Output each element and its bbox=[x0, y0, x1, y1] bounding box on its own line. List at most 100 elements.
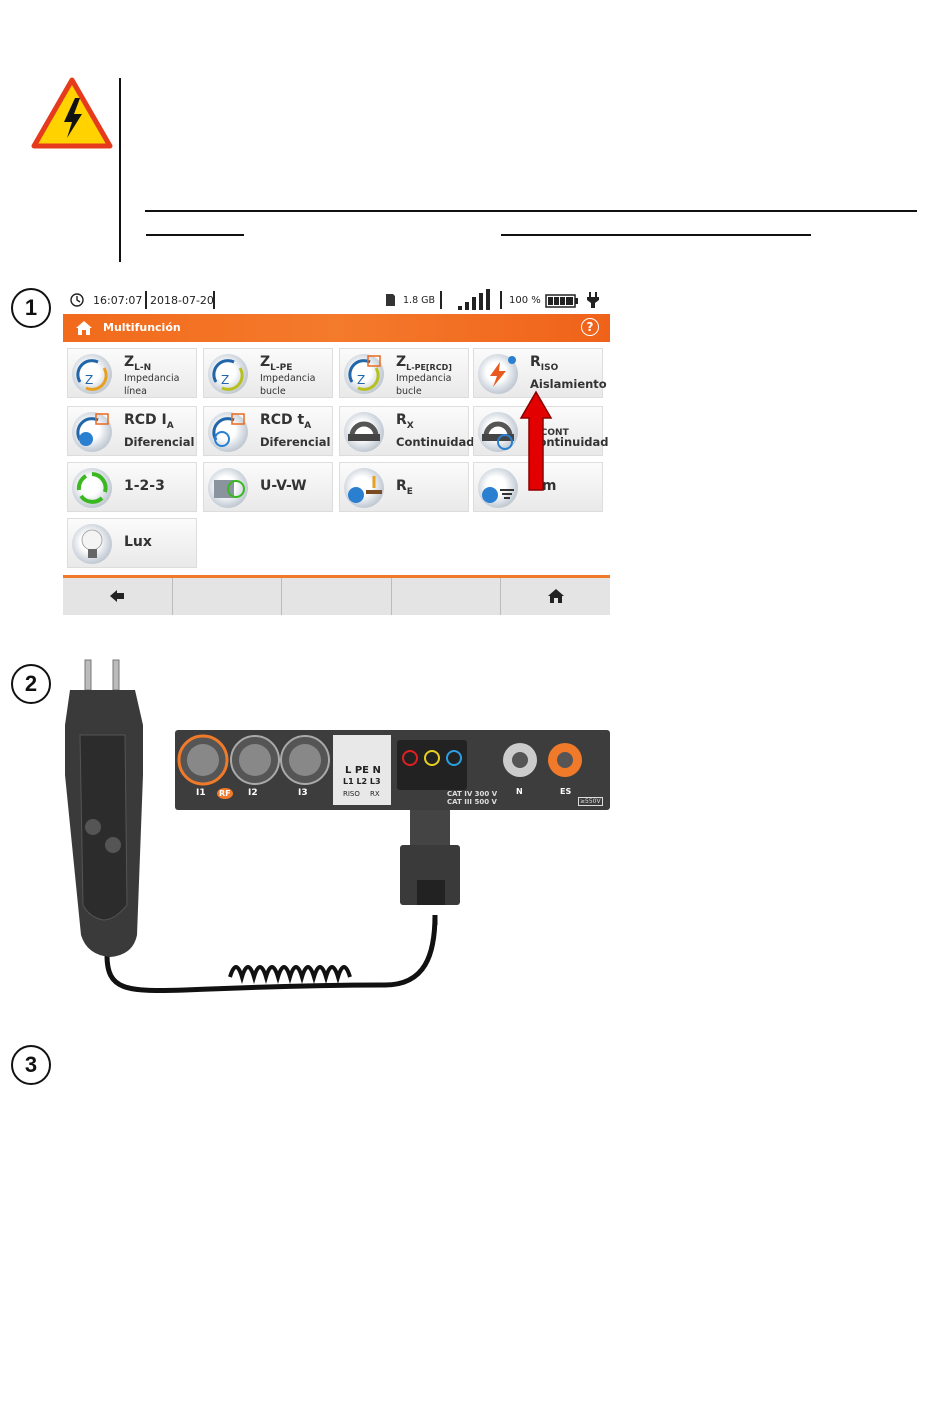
separator bbox=[440, 291, 442, 309]
loop-impedance-icon: Z bbox=[72, 354, 112, 394]
legend-line-2: L1 L2 L3 bbox=[343, 777, 381, 786]
continuity-icon bbox=[344, 412, 384, 452]
rcd-ta-icon bbox=[208, 412, 248, 452]
separator bbox=[145, 291, 147, 309]
tile-desc-line: línea bbox=[124, 386, 147, 397]
tile-subscript: ISO bbox=[540, 362, 559, 373]
battery-icon bbox=[545, 294, 578, 308]
rcd-ia-icon bbox=[72, 412, 112, 452]
step-number-3: 3 bbox=[11, 1045, 51, 1085]
legend-line-1: L PE N bbox=[345, 765, 381, 776]
home-icon bbox=[548, 589, 564, 603]
tile-label: Z bbox=[396, 354, 407, 370]
status-bar: 16:07:07 2018-07-20 1.8 GB 100 % bbox=[63, 286, 610, 314]
red-arrow-icon bbox=[519, 390, 553, 491]
tile-description: Impedancia bucle bbox=[396, 372, 468, 398]
tile-description: Aislamiento bbox=[530, 377, 607, 391]
step-number-2: 2 bbox=[11, 664, 51, 704]
svg-text:Z: Z bbox=[357, 373, 365, 387]
tile-desc-line: bucle bbox=[396, 386, 422, 397]
divider-line bbox=[119, 78, 121, 262]
power-plug-icon bbox=[587, 292, 599, 308]
category-rating-1: CAT IV 300 V bbox=[447, 790, 498, 798]
tile-description: Continuidad bbox=[396, 435, 475, 449]
toolbar-empty-button[interactable] bbox=[282, 578, 392, 615]
status-time: 16:07:07 bbox=[93, 294, 143, 307]
storage-value: 1.8 GB bbox=[403, 295, 436, 306]
earth-resistance-icon bbox=[344, 468, 384, 508]
tile-rcd-ta[interactable]: RCD tA Diferencial bbox=[203, 406, 333, 456]
tile-label: R bbox=[396, 412, 407, 428]
tile-label: R bbox=[530, 354, 541, 370]
bottom-toolbar bbox=[63, 575, 610, 615]
help-icon[interactable]: ? bbox=[581, 318, 599, 336]
tile-desc-line: bucle bbox=[260, 386, 286, 397]
lux-icon bbox=[72, 524, 112, 564]
loop-impedance-pe-icon: Z bbox=[208, 354, 248, 394]
rx-label: RX bbox=[370, 790, 380, 798]
high-voltage-warning-icon bbox=[31, 77, 113, 149]
tile-subscript: L-PE[RCD] bbox=[406, 362, 452, 372]
home-icon[interactable] bbox=[75, 320, 93, 336]
step-number-1: 1 bbox=[11, 288, 51, 328]
tile-label: RCD I bbox=[124, 412, 167, 428]
svg-text:Z: Z bbox=[85, 373, 93, 387]
tile-description: Diferencial bbox=[124, 435, 195, 449]
toolbar-empty-button[interactable] bbox=[392, 578, 501, 615]
meter-socket-panel bbox=[175, 730, 610, 905]
text-underline bbox=[146, 234, 244, 236]
insulation-icon bbox=[478, 354, 518, 394]
clock-icon bbox=[70, 293, 84, 307]
tile-subscript: A bbox=[304, 420, 312, 431]
back-button[interactable] bbox=[63, 578, 173, 615]
tile-subscript: E bbox=[406, 486, 413, 497]
tile-riso[interactable]: RISO Aislamiento bbox=[473, 348, 607, 398]
schuko-plug-adapter bbox=[65, 659, 143, 957]
category-rating-2: CAT III 500 V bbox=[447, 798, 497, 806]
continuity-cont-icon bbox=[478, 412, 518, 452]
motor-rotation-icon bbox=[208, 468, 248, 508]
tile-label: U-V-W bbox=[260, 478, 307, 494]
tile-description: Impedancia bucle bbox=[260, 372, 332, 398]
tile-re[interactable]: RE bbox=[339, 462, 469, 512]
status-date: 2018-07-20 bbox=[150, 294, 214, 307]
resistivity-icon bbox=[478, 468, 518, 508]
battery-value: 100 % bbox=[509, 295, 541, 306]
loop-impedance-rcd-icon: Z bbox=[344, 354, 384, 394]
screen-title: Multifunción bbox=[103, 321, 181, 334]
tile-desc-line: Impedancia bbox=[396, 373, 452, 384]
tile-label: 1-2-3 bbox=[124, 478, 165, 494]
separator bbox=[500, 291, 502, 309]
tile-rcont[interactable]: RCONT Continuidad bbox=[473, 406, 609, 456]
sd-card-icon bbox=[386, 294, 395, 306]
es-socket-label: ES bbox=[560, 787, 572, 796]
tile-phase-sequence[interactable]: 1-2-3 bbox=[67, 462, 197, 512]
meter-screen: 16:07:07 2018-07-20 1.8 GB 100 % Mult bbox=[63, 286, 610, 616]
max-voltage-label: ≥550V bbox=[578, 797, 603, 806]
tile-label: Z bbox=[124, 354, 135, 370]
toolbar-empty-button[interactable] bbox=[173, 578, 282, 615]
svg-text:Z: Z bbox=[221, 373, 229, 387]
home-button[interactable] bbox=[501, 578, 610, 615]
tile-label: R bbox=[396, 478, 407, 494]
tile-rcd-ia[interactable]: RCD IA Diferencial bbox=[67, 406, 197, 456]
tile-subscript: A bbox=[166, 420, 174, 431]
connection-illustration bbox=[65, 659, 610, 994]
rf-label: RF bbox=[217, 788, 233, 799]
back-arrow-icon bbox=[110, 590, 124, 602]
text-underline bbox=[145, 210, 917, 212]
tile-subscript: L-N bbox=[134, 362, 152, 373]
tile-motor-rotation[interactable]: U-V-W bbox=[203, 462, 333, 512]
tile-subscript: X bbox=[406, 420, 414, 431]
signal-strength-icon bbox=[458, 289, 490, 310]
phase-sequence-icon bbox=[72, 468, 112, 508]
tile-lux[interactable]: Lux bbox=[67, 518, 197, 568]
tile-desc-line: Impedancia bbox=[124, 373, 180, 384]
tile-desc-line: Impedancia bbox=[260, 373, 316, 384]
tile-rx[interactable]: RX Continuidad bbox=[339, 406, 475, 456]
tile-description: Continuidad bbox=[530, 435, 609, 449]
tile-label: Z bbox=[260, 354, 271, 370]
